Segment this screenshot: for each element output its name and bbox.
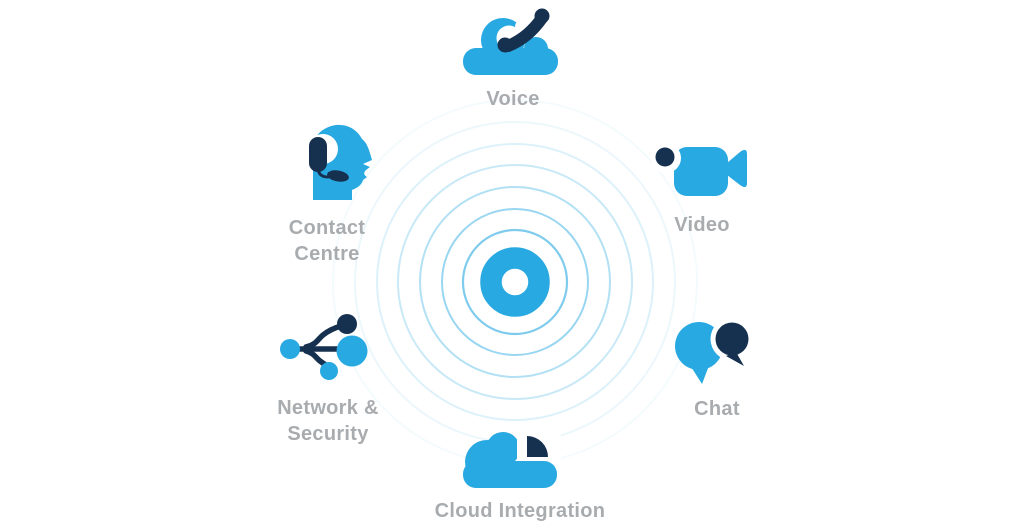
contact-centre-label: Contact Centre <box>252 215 402 267</box>
ripple-ring <box>376 143 654 421</box>
ripple-ring <box>419 186 611 378</box>
contact-centre-label-line2: Centre <box>294 243 360 265</box>
ripple-ring <box>441 208 589 356</box>
ripple-ring <box>397 164 633 400</box>
contact-centre-label-line1: Contact <box>288 217 366 239</box>
voice-label: Voice <box>486 88 540 110</box>
cloud-integration-label: Cloud Integration <box>434 500 606 522</box>
chat-bubbles-icon <box>675 317 754 384</box>
ripple-graphic <box>332 99 698 465</box>
ripple-ring <box>354 121 676 443</box>
video-label: Video <box>674 214 730 236</box>
chat-label: Chat <box>694 398 740 420</box>
cloud-quarter-icon <box>463 427 561 488</box>
network-security-label-line1: Network & <box>277 397 379 419</box>
cloud-phone-icon <box>463 8 558 75</box>
video-camera-icon <box>651 143 747 196</box>
network-nodes-icon <box>280 314 368 380</box>
ripple-rings <box>332 99 698 465</box>
network-security-label-line2: Security <box>287 423 369 445</box>
network-security-label: Network & Security <box>253 395 403 447</box>
ripple-core <box>480 247 550 317</box>
ripple-ring <box>461 228 569 336</box>
headset-person-icon <box>308 124 372 200</box>
